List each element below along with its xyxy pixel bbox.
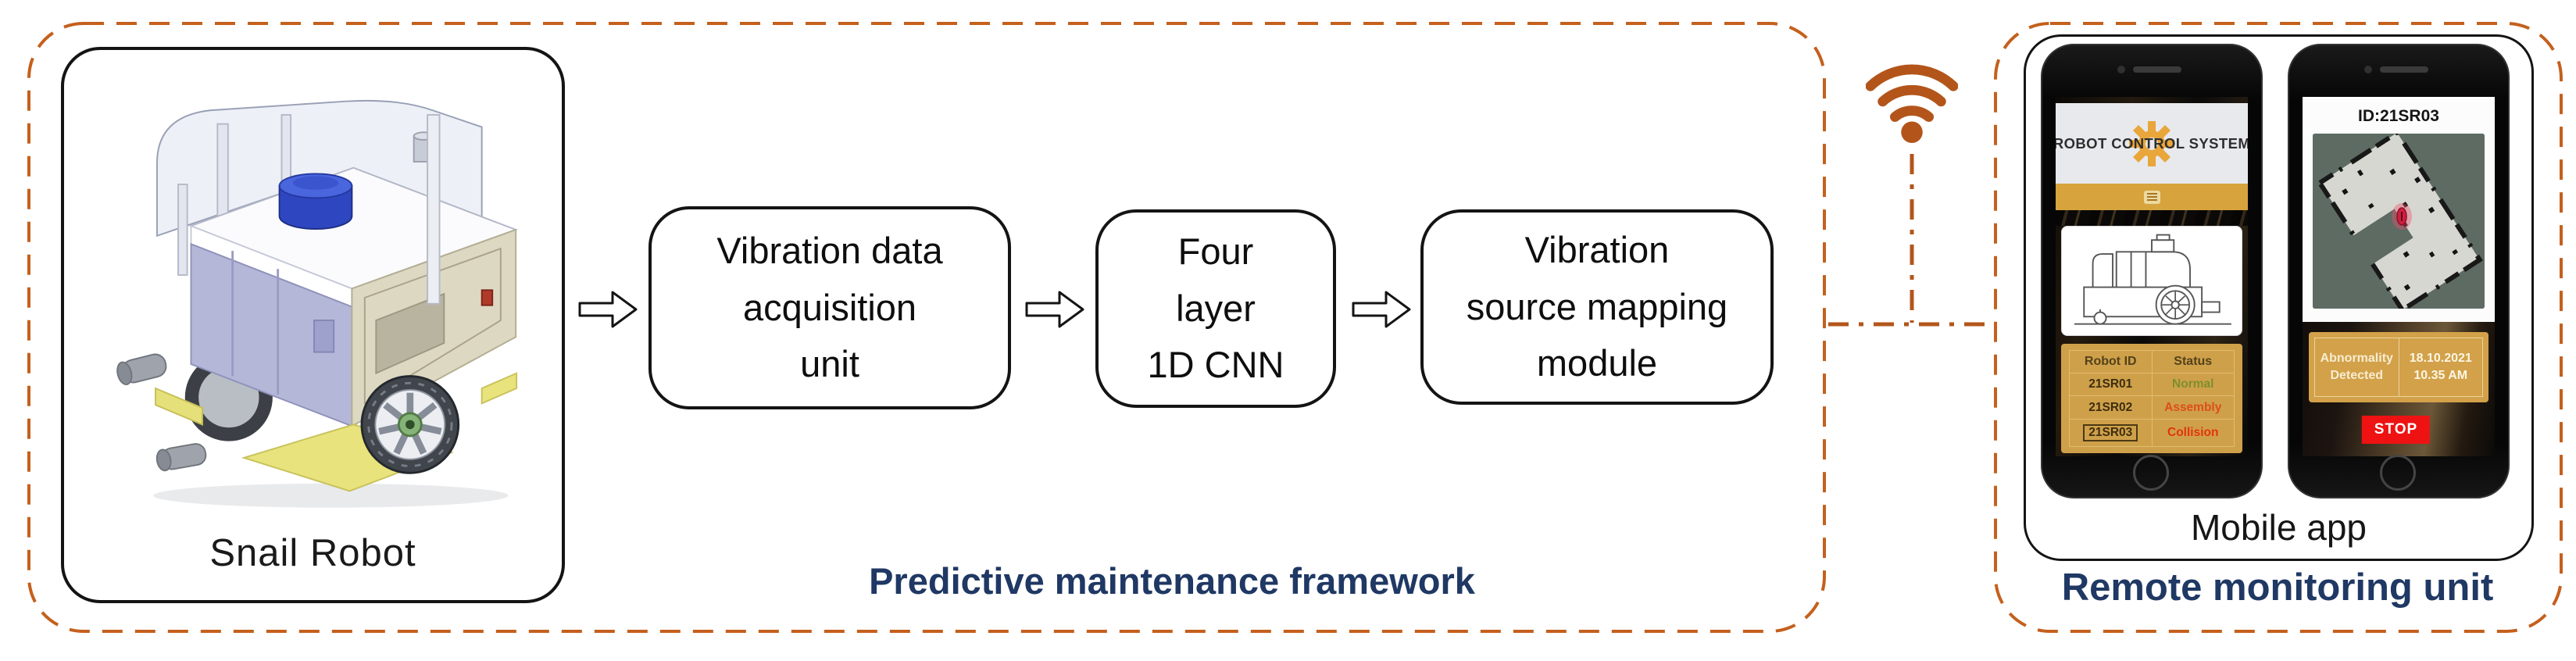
- robot-status-table: Robot ID Status 21SR01 Normal 21SR02 Ass…: [2069, 349, 2235, 448]
- robot-id-header: Robot ID: [2069, 349, 2153, 374]
- flow-arrow-icon: [578, 291, 638, 328]
- status-cell: Normal: [2151, 373, 2235, 397]
- robot-line-drawing: [2074, 234, 2231, 325]
- flow-box-line: acquisition: [742, 286, 917, 328]
- framework-section-label: Predictive maintenance framework: [869, 560, 1475, 602]
- flow-box-vibration-data-acquisition-unit: Vibration data acquisition unit: [648, 206, 1011, 409]
- phone-robot-map: ID:21SR03: [2288, 44, 2510, 498]
- speaker-slit: [2133, 66, 2181, 73]
- camera-icon: [2117, 66, 2125, 73]
- background-photo-strip: [2056, 210, 2248, 226]
- gear-icon: [2129, 120, 2174, 166]
- flow-arrow-icon: [1352, 291, 1411, 328]
- remote-monitoring-section-label: Remote monitoring unit: [2061, 566, 2494, 609]
- flow-box-line: 1D CNN: [1147, 344, 1284, 386]
- table-row: 21SR03 Collision: [2069, 418, 2235, 448]
- phone2-screen: ID:21SR03: [2303, 97, 2495, 456]
- flow-box-line: source mapping: [1466, 285, 1728, 327]
- flow-arrow-icon: [1025, 291, 1084, 328]
- status-cell: Collision: [2151, 418, 2235, 448]
- table-header-row: Robot ID Status: [2069, 349, 2235, 374]
- flow-box-line: layer: [1176, 287, 1256, 329]
- slam-map-image: [2313, 134, 2485, 309]
- robot-id-title: ID:21SR03: [2358, 107, 2439, 125]
- abnormality-label: Abnormality Detected: [2315, 338, 2399, 396]
- framework-dashed-border: [27, 22, 1826, 633]
- flow-box-line: Vibration data: [716, 229, 943, 271]
- flow-box-line: Vibration: [1524, 228, 1670, 270]
- flow-box-four-layer-1d-cnn: Four layer 1D CNN: [1095, 209, 1336, 408]
- snail-robot-label: Snail Robot: [209, 532, 416, 574]
- robot-control-system-title: ROBOT CONTROL SYSTEM: [2056, 134, 2248, 152]
- flow-box-line: unit: [800, 343, 859, 385]
- home-button: [2380, 455, 2416, 491]
- app-menu-bar: [2056, 184, 2248, 210]
- flow-box-line: module: [1536, 342, 1658, 384]
- robot-control-header: ROBOT CONTROL SYSTEM: [2056, 103, 2248, 184]
- selected-robot-id: 21SR03: [2083, 423, 2138, 441]
- robot-id-cell: 21SR01: [2069, 373, 2153, 397]
- monitoring-dashed-border: [1994, 22, 2563, 633]
- menu-icon: [2143, 190, 2160, 204]
- speaker-slit: [2380, 66, 2428, 73]
- flow-box-line: Four: [1177, 230, 1254, 272]
- status-cell: Assembly: [2151, 395, 2235, 420]
- mobile-app-label: Mobile app: [2190, 507, 2367, 548]
- phone1-screen: ROBOT CONTROL SYSTEM: [2056, 97, 2248, 456]
- slam-map: [2313, 134, 2485, 309]
- map-panel: ID:21SR03: [2303, 97, 2495, 322]
- table-row: 21SR02 Assembly: [2069, 395, 2235, 420]
- snail-robot-image: [116, 99, 518, 508]
- stop-button: STOP: [2361, 416, 2431, 444]
- flow-box-vibration-source-mapping-module: Vibration source mapping module: [1420, 209, 1774, 405]
- robot-id-cell: 21SR02: [2069, 395, 2153, 420]
- table-row: 21SR01 Normal: [2069, 373, 2235, 397]
- home-button: [2133, 455, 2169, 491]
- robot-id-cell: 21SR03: [2069, 418, 2153, 448]
- status-header: Status: [2151, 349, 2235, 374]
- snail-robot-card: Snail Robot: [61, 47, 565, 603]
- wifi-icon: [1866, 64, 1958, 143]
- camera-icon: [2364, 66, 2372, 73]
- abnormality-alert-panel: Abnormality Detected 18.10.2021 10.35 AM: [2309, 332, 2488, 402]
- abnormality-timestamp: 18.10.2021 10.35 AM: [2409, 352, 2472, 382]
- phone-robot-control: ROBOT CONTROL SYSTEM: [2041, 44, 2263, 498]
- robot-status-table-panel: Robot ID Status 21SR01 Normal 21SR02 Ass…: [2061, 344, 2242, 453]
- robot-sketch-card: [2061, 226, 2242, 336]
